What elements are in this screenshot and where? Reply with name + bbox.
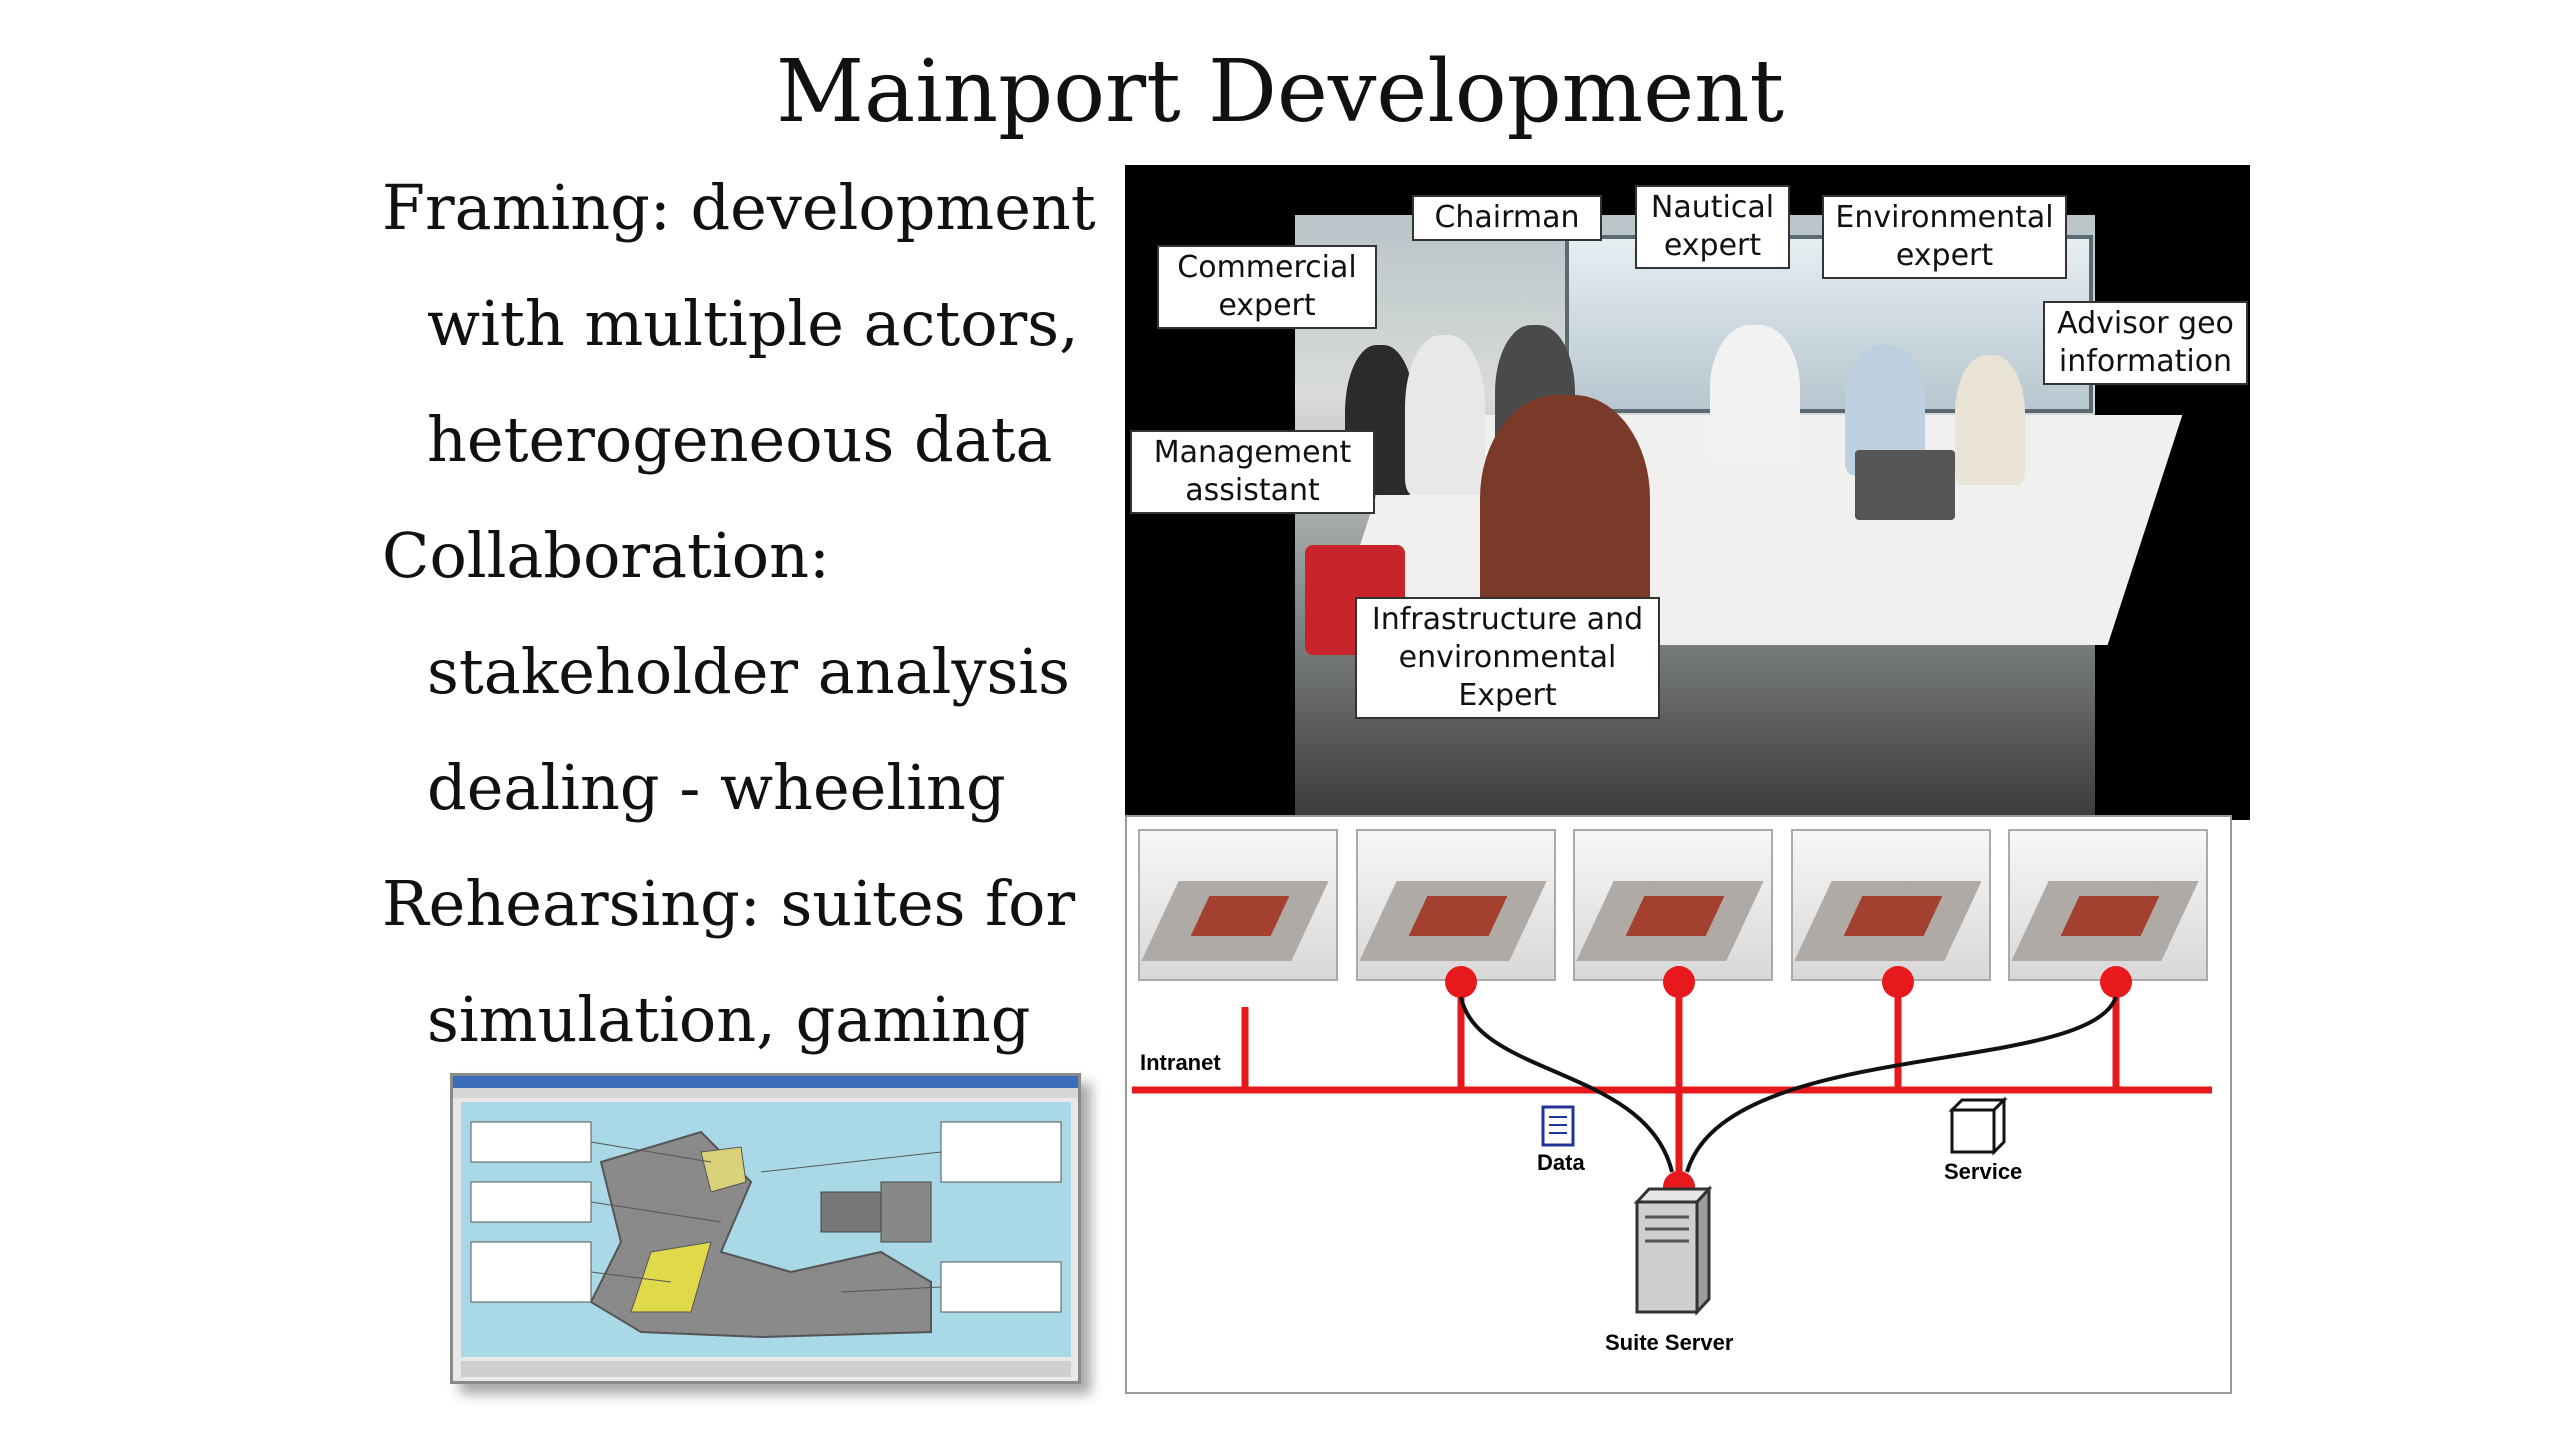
label-chairman: Chairman xyxy=(1412,195,1602,241)
label-nautical-expert: Nautical expert xyxy=(1635,185,1790,269)
window-statusbar xyxy=(461,1361,1071,1377)
suite-thumbnail xyxy=(1791,829,1991,981)
map-screenshot xyxy=(450,1073,1081,1384)
network-lines xyxy=(1132,966,2212,1316)
person-figure xyxy=(1955,355,2025,485)
suite-server-label: Suite Server xyxy=(1605,1330,1734,1355)
label-infrastructure-expert: Infrastructure and environmental Expert xyxy=(1355,597,1660,719)
label-management-assistant: Management assistant xyxy=(1130,430,1375,514)
meeting-photo: Chairman Nautical expert Environmental e… xyxy=(1125,165,2250,820)
suite-thumbnail xyxy=(2008,829,2208,981)
bullet-list: Framing: development with multiple actor… xyxy=(382,150,1142,1078)
window-menubar xyxy=(453,1088,1078,1098)
bullet-line: stakeholder analysis xyxy=(427,635,1070,708)
person-figure xyxy=(1710,325,1800,465)
bullet-line: Collaboration: xyxy=(382,519,830,592)
port-map-drawing xyxy=(470,1121,1062,1339)
window-titlebar xyxy=(453,1076,1078,1088)
person-figure xyxy=(1480,395,1650,625)
data-label: Data xyxy=(1537,1150,1585,1175)
suite-thumbnail xyxy=(1356,829,1556,981)
label-environmental-expert: Environmental expert xyxy=(1822,195,2067,279)
port-map xyxy=(461,1102,1071,1357)
network-diagram: Intranet Data Service Suite Server xyxy=(1125,815,2232,1394)
service-label: Service xyxy=(1944,1159,2023,1184)
bullet-line: heterogeneous data xyxy=(427,403,1053,476)
bullet-line: Rehearsing: suites for xyxy=(382,867,1076,940)
label-commercial-expert: Commercial expert xyxy=(1157,245,1377,329)
server-icon xyxy=(1633,1185,1713,1316)
intranet-label: Intranet xyxy=(1140,1050,1221,1075)
bullet-line: simulation, gaming xyxy=(427,983,1031,1056)
cube-icon xyxy=(1948,1096,2008,1156)
bullet-line: with multiple actors, xyxy=(427,287,1079,360)
person-figure xyxy=(1405,335,1485,495)
bullet-line: dealing - wheeling xyxy=(427,751,1006,824)
suite-thumbnail xyxy=(1138,829,1338,981)
bullet-line: Framing: development xyxy=(382,171,1096,244)
slide-title: Mainport Development xyxy=(775,42,1785,142)
laptop xyxy=(1855,450,1955,520)
label-advisor-geo: Advisor geo information xyxy=(2043,301,2248,385)
document-icon xyxy=(1541,1105,1575,1147)
suite-thumbnail xyxy=(1573,829,1773,981)
